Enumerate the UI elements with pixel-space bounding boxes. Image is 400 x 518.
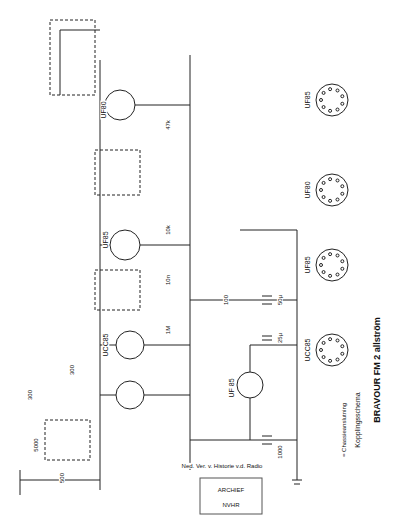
socket-pin: [322, 181, 325, 184]
socket-pin: [322, 271, 325, 274]
socket-pin: [329, 109, 332, 112]
component-value: 100: [223, 294, 229, 306]
legend-note: = Chassieanslutning: [341, 402, 347, 458]
socket-pin: [322, 356, 325, 359]
tube-sockets: [316, 84, 348, 366]
socket-pin: [336, 339, 339, 342]
socket-pin: [341, 352, 344, 355]
socket-name: UF80: [304, 180, 311, 199]
component-value: 300: [27, 389, 33, 401]
socket-name: UF85: [304, 90, 311, 109]
socket-pin: [341, 192, 344, 195]
tube-name: UF85: [102, 230, 109, 249]
tubes: [105, 90, 263, 409]
archive-text: NVHR: [221, 502, 240, 508]
socket-pin: [322, 341, 325, 344]
socket-pin: [341, 185, 344, 188]
component-value: 25µ: [277, 332, 283, 344]
schematic-caption: Kopplingsschema: [354, 391, 361, 448]
socket-pin: [341, 102, 344, 105]
socket-pin: [341, 95, 344, 98]
archive-text: ARCHIEF: [217, 487, 245, 493]
component-value: 300: [69, 364, 75, 376]
socket-pin: [336, 254, 339, 257]
socket-pin: [336, 198, 339, 201]
component-value: 47k: [165, 119, 171, 131]
socket-pin: [320, 98, 323, 101]
socket-pin: [341, 260, 344, 263]
archive-stamp: [200, 478, 262, 514]
socket-pin: [336, 358, 339, 361]
socket-name: UF85: [304, 255, 311, 274]
diagram-title: BRAVOUR FM 2 allström: [373, 316, 382, 423]
socket-pin: [336, 273, 339, 276]
component-value: 1M: [165, 325, 171, 335]
socket-pin: [320, 348, 323, 351]
socket-pin: [341, 345, 344, 348]
archive-text: Ned. Ver. v. Historie v.d. Radio: [181, 463, 264, 469]
tube-name: UF80: [100, 100, 107, 119]
socket-pin: [329, 253, 332, 256]
component-value: 5000: [33, 437, 39, 452]
socket-pin: [320, 188, 323, 191]
socket-pin: [329, 88, 332, 91]
component-value: 1000: [277, 444, 283, 459]
socket-pin: [336, 108, 339, 111]
socket-name: UCC85: [304, 338, 311, 363]
socket-pin: [322, 256, 325, 259]
socket-pin: [320, 263, 323, 266]
tube-name: UCC85: [102, 333, 109, 358]
socket-pin: [322, 106, 325, 109]
socket-pin: [322, 91, 325, 94]
socket-pin: [329, 338, 332, 341]
socket-pin: [336, 89, 339, 92]
socket-pin: [336, 179, 339, 182]
component-value: 500: [59, 472, 65, 484]
socket-pin: [341, 267, 344, 270]
socket-pin: [322, 196, 325, 199]
capacitors: [262, 296, 302, 484]
socket-pin: [329, 178, 332, 181]
if-transformers: [45, 20, 140, 460]
tube-name: UF 85: [228, 377, 235, 398]
socket-pin: [329, 359, 332, 362]
component-value: 10k: [165, 224, 171, 236]
socket-pin: [329, 274, 332, 277]
wires: [20, 30, 297, 495]
component-value: 50µ: [277, 294, 283, 306]
socket-pin: [329, 199, 332, 202]
component-value: 10n: [165, 274, 171, 286]
